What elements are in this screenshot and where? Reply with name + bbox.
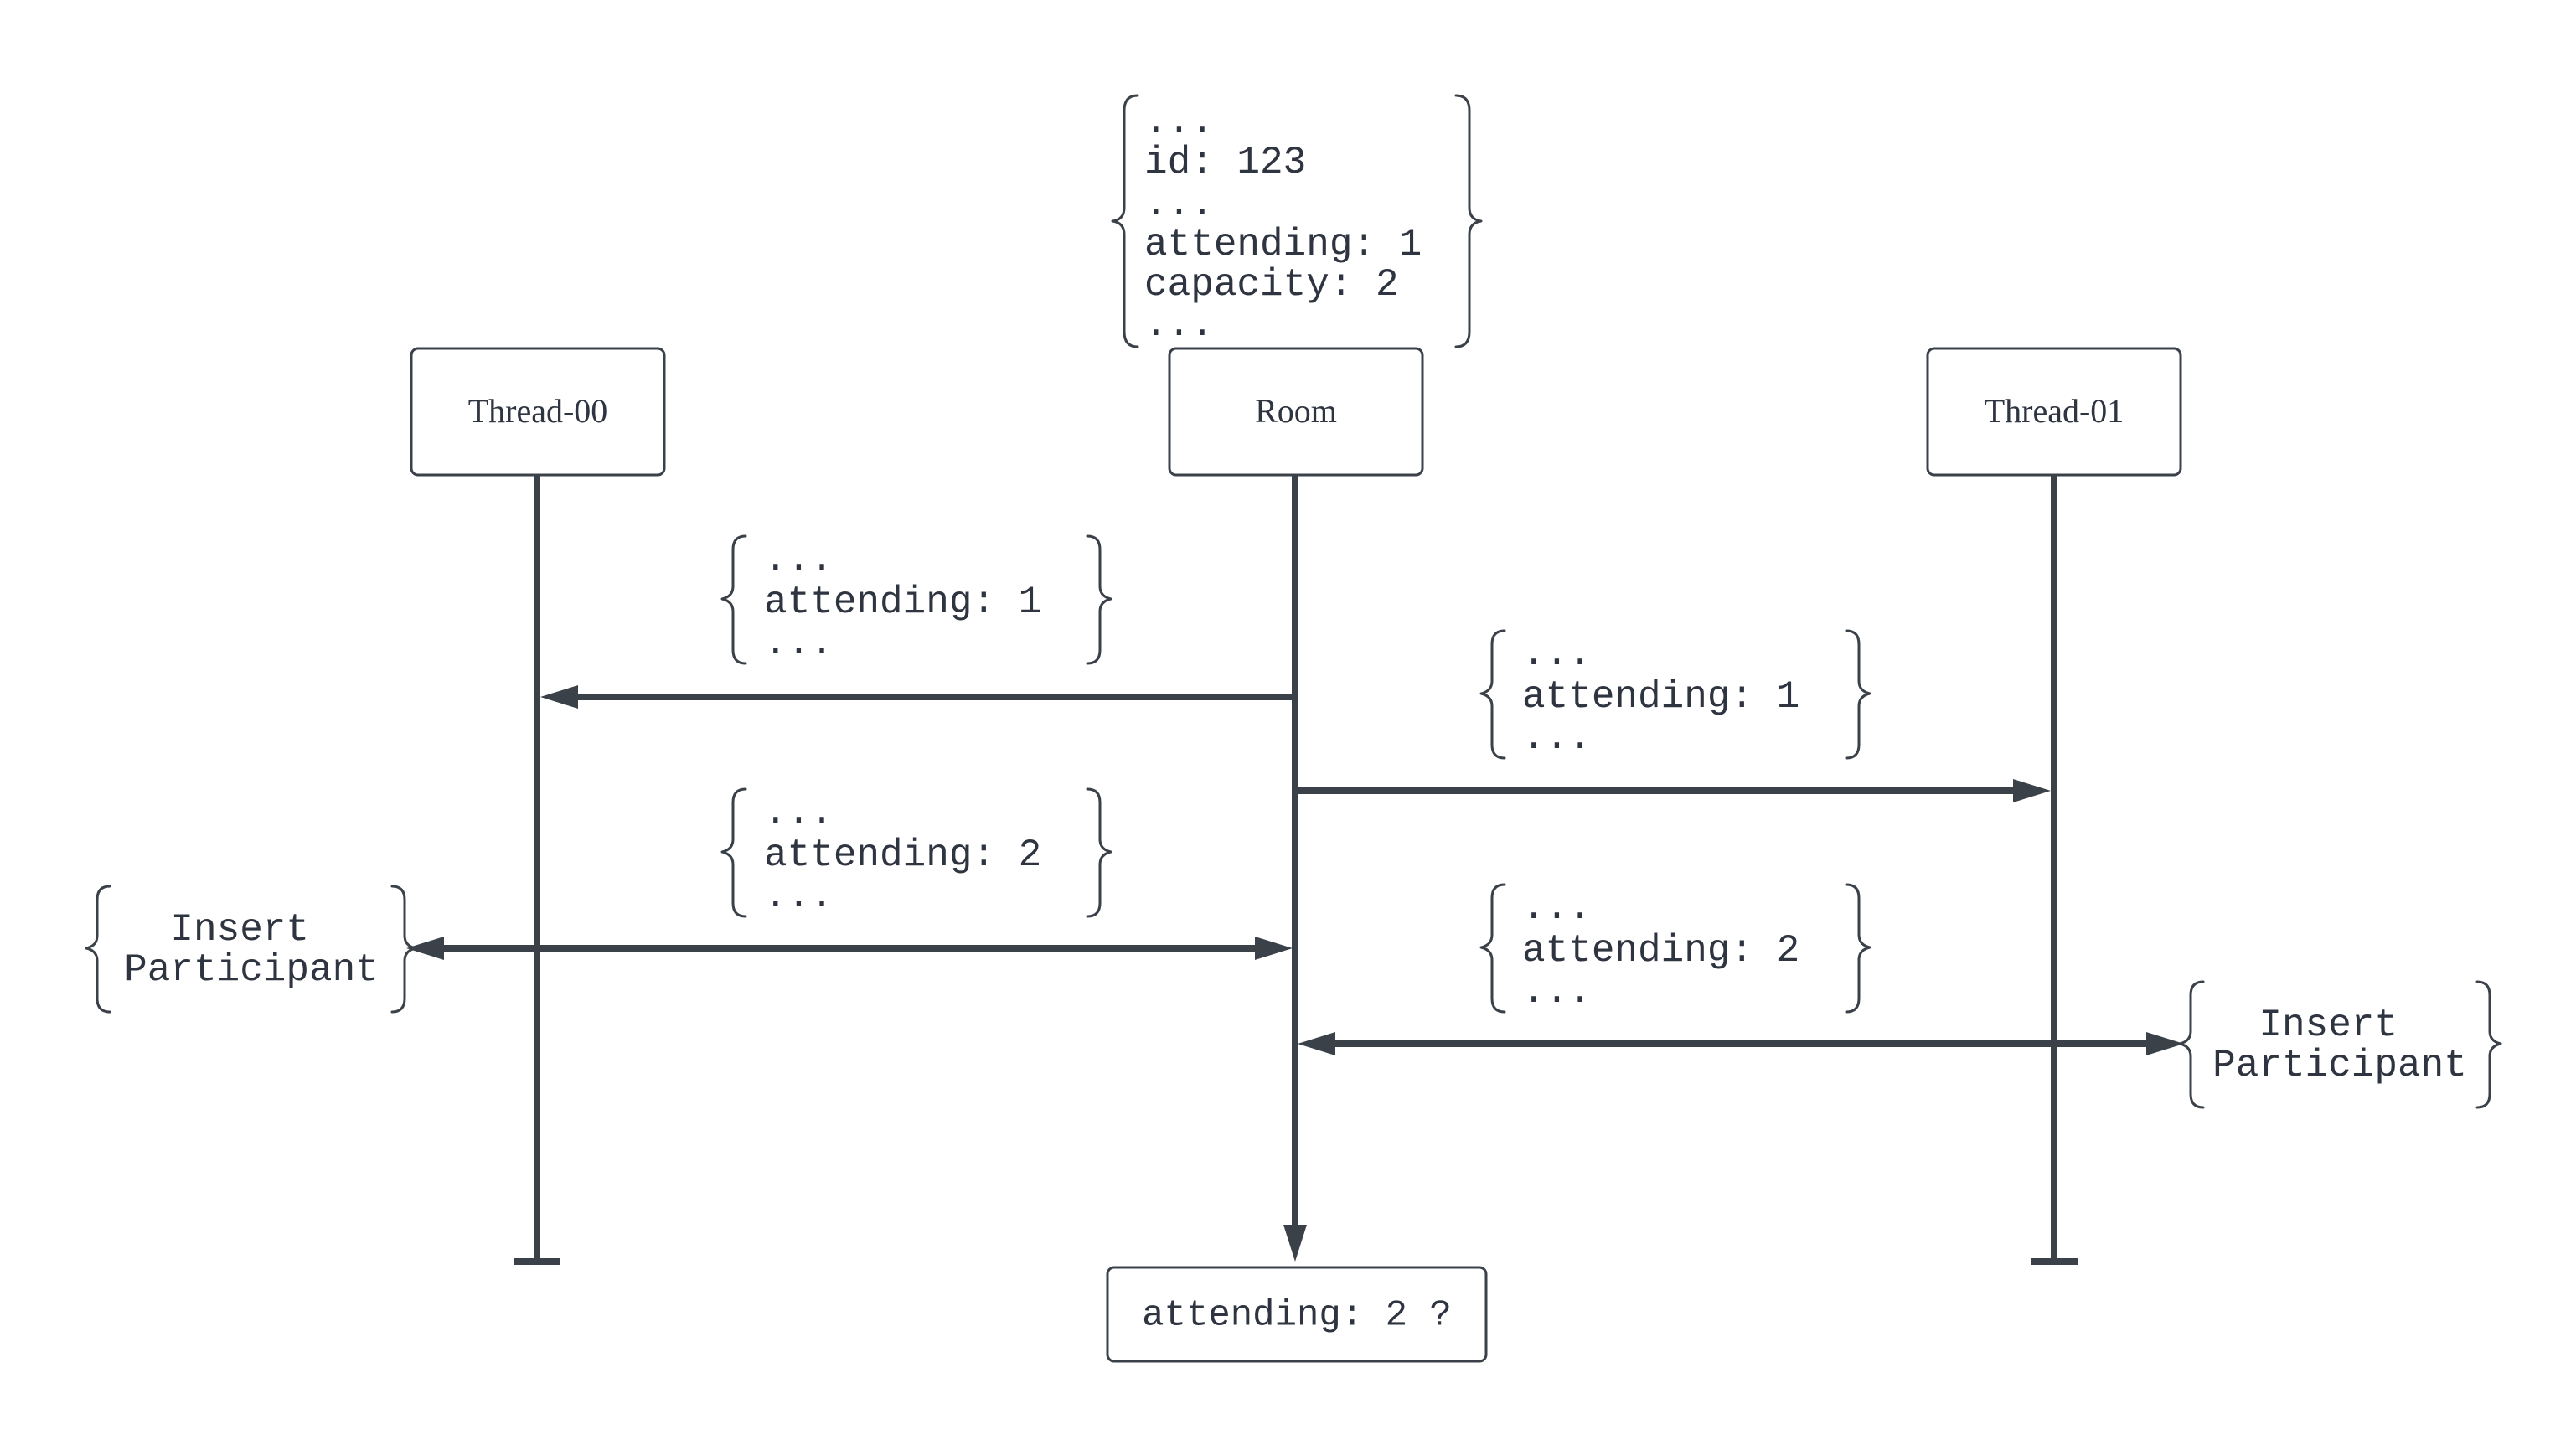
message-line: ... <box>764 622 834 665</box>
right-brace <box>1454 94 1483 348</box>
arrowhead <box>540 685 578 709</box>
action-insert-participant-right: Insert Participant <box>2178 980 2502 1109</box>
message-line: ... <box>764 791 834 834</box>
action-insert-participant-left: Insert Participant <box>85 885 417 1014</box>
arrowhead-right <box>1255 937 1293 960</box>
message-line: attending: 2 <box>1522 929 1799 973</box>
note-line: ... <box>1144 101 1214 144</box>
message-line: ... <box>1522 632 1592 676</box>
message-line: attending: 1 <box>764 581 1041 624</box>
message-read-thread-00: ... attending: 1 ... <box>540 534 1295 709</box>
lifeline-room-arrowhead <box>1283 1225 1307 1262</box>
room-state-note: ... id: 123 ... attending: 1 capacity: 2… <box>1111 94 1483 348</box>
result-label: attending: 2 ? <box>1142 1295 1452 1337</box>
message-line: ... <box>1522 716 1592 760</box>
message-line: ... <box>764 538 834 581</box>
message-write-thread-01: ... attending: 2 ... <box>1298 883 2184 1055</box>
svg-text:Insert Participant: Insert Participant <box>2212 1004 2467 1087</box>
svg-text:... attending: 2 .: ... attending: 2 ... <box>764 791 1065 918</box>
participant-room: Room <box>1168 347 1424 477</box>
result-box: attending: 2 ? <box>1106 1266 1488 1363</box>
arrowhead-left <box>406 937 444 960</box>
message-line: attending: 1 <box>1522 675 1799 719</box>
svg-text:Insert Participant: Insert Participant <box>124 908 379 992</box>
note-line: capacity: 2 <box>1144 263 1399 307</box>
participant-label: Thread-00 <box>468 392 608 430</box>
note-line: attending: 1 <box>1144 223 1422 266</box>
participant-thread-00: Thread-00 <box>410 347 666 477</box>
participant-label: Thread-01 <box>1985 392 2124 430</box>
action-line: Insert <box>2259 1004 2398 1047</box>
action-line: Insert <box>170 908 309 952</box>
arrowhead-right <box>2146 1032 2184 1055</box>
participant-label: Room <box>1255 392 1337 430</box>
svg-text:... attending: 2 .: ... attending: 2 ... <box>1522 886 1823 1014</box>
arrowhead <box>2013 779 2051 802</box>
action-line: Participant <box>124 948 379 992</box>
message-write-thread-00: ... attending: 2 ... <box>406 787 1293 960</box>
message-line: ... <box>764 875 834 918</box>
action-line: Participant <box>2212 1044 2467 1087</box>
note-line: ... <box>1144 183 1214 226</box>
message-line: attending: 2 <box>764 833 1041 877</box>
svg-text:... attending: 1 .: ... attending: 1 ... <box>1522 632 1823 760</box>
left-brace <box>1111 94 1139 348</box>
note-line: ... <box>1144 303 1214 347</box>
message-line: ... <box>1522 970 1592 1014</box>
arrowhead-left <box>1298 1032 1335 1055</box>
svg-text:... id: 123 ...: ... id: 123 ... attending: 1 capacity: 2… <box>1144 101 1445 347</box>
note-line: id: 123 <box>1144 141 1306 184</box>
message-read-thread-01: ... attending: 1 ... <box>1295 629 2051 802</box>
participant-thread-01: Thread-01 <box>1926 347 2182 477</box>
svg-text:... attending: 1 .: ... attending: 1 ... <box>764 538 1065 665</box>
message-line: ... <box>1522 886 1592 930</box>
